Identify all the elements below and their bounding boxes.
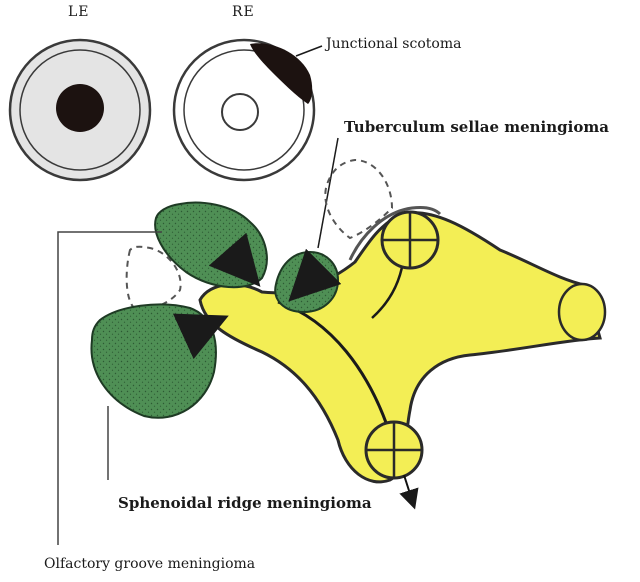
crossed-circle-lower [366,422,422,478]
left-eye-field [10,40,150,180]
crossed-circle-upper [382,212,438,268]
tuberculum-leader [318,138,338,248]
left-eye-label: LE [68,4,90,20]
olfactory-groove-tumor [155,203,267,288]
tuberculum-sellae-label: Tuberculum sellae meningioma [344,118,609,136]
right-eye-label: RE [232,4,255,20]
arrow-icon [404,475,412,500]
sphenoidal-ridge-label: Sphenoidal ridge meningioma [118,494,372,512]
right-eye-field [174,40,314,180]
olfactory-groove-label: Olfactory groove meningioma [44,556,255,572]
junctional-leader [296,46,322,56]
sphenoidal-ridge-tumor [91,304,215,417]
central-scotoma [56,84,104,132]
junctional-scotoma-label: Junctional scotoma [326,36,461,52]
optic-tract-end [559,284,605,340]
